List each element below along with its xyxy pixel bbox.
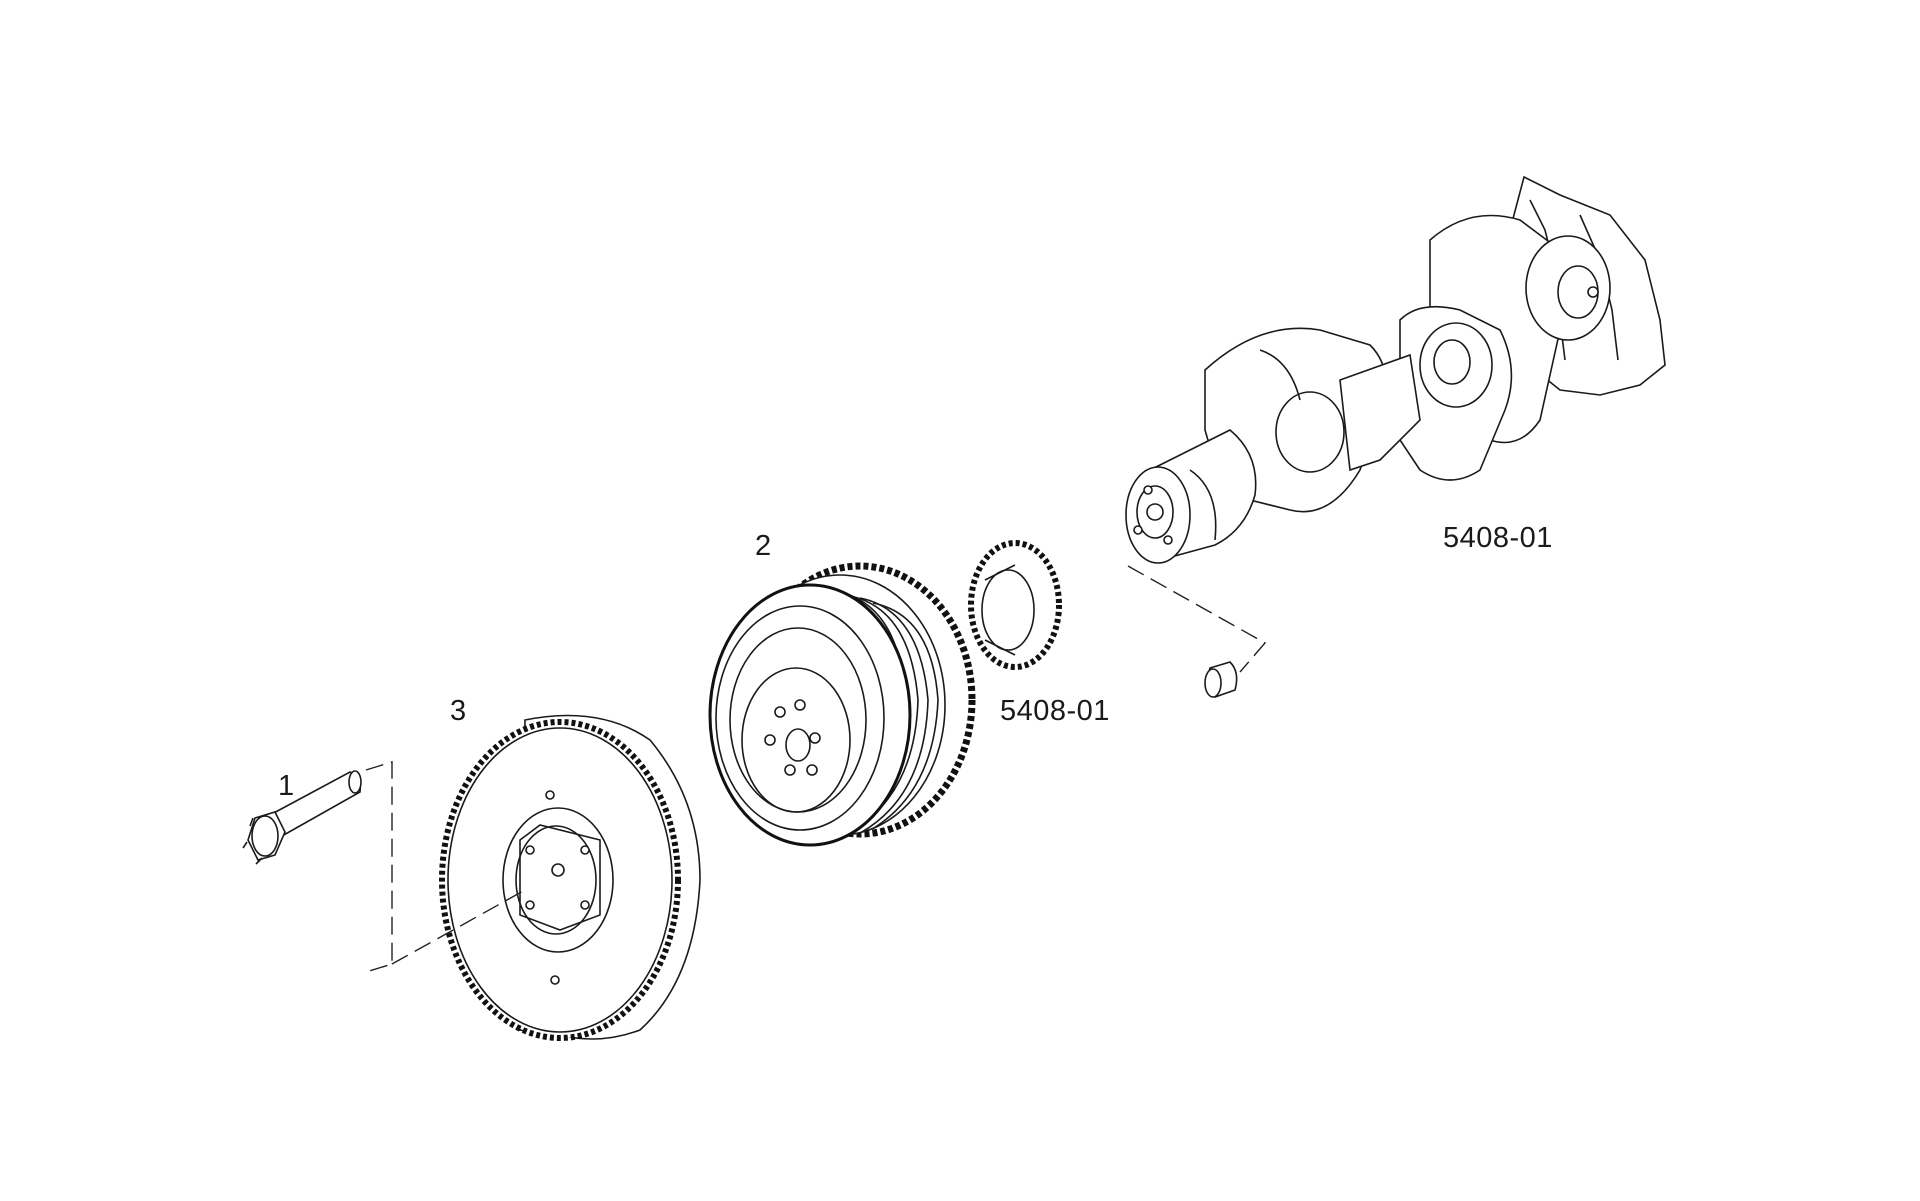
vibration-damper — [439, 714, 701, 1041]
timing-sprocket — [968, 540, 1062, 670]
callout-sprocket-ref: 5408-01 — [1000, 695, 1110, 727]
callout-part-2: 2 — [755, 530, 772, 562]
bolt — [242, 761, 526, 973]
pulley — [708, 562, 976, 847]
callout-crankshaft-ref: 5408-01 — [1443, 522, 1553, 554]
crankshaft — [1125, 175, 1666, 564]
callout-part-3: 3 — [450, 695, 467, 727]
callout-part-1: 1 — [278, 770, 295, 802]
dowel-pin — [1127, 565, 1267, 698]
